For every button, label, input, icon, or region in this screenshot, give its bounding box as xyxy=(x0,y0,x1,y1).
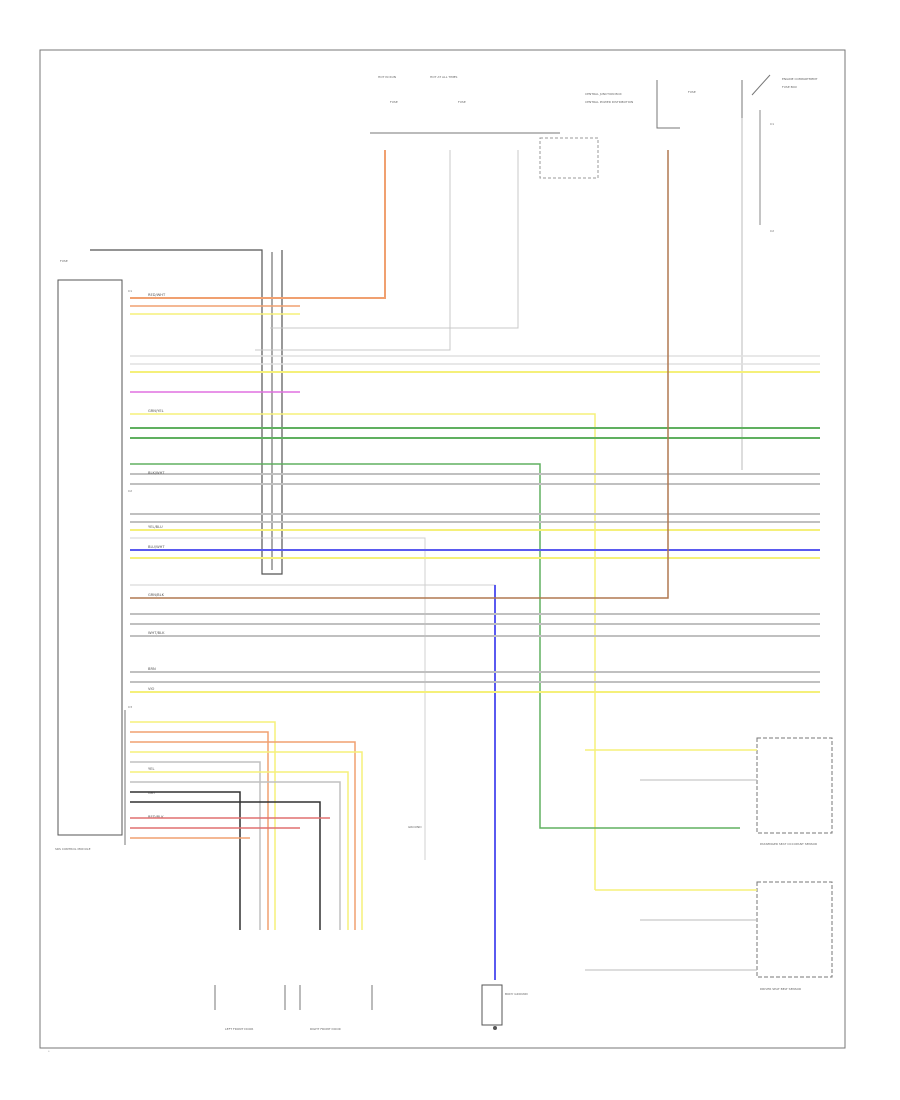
wire-runs xyxy=(130,150,820,980)
door-modules: LEFT FRONT DOOR RIGHT FRONT DOOR xyxy=(214,985,373,1031)
top-label-3: FUSE xyxy=(458,100,466,104)
control-module: SRS CONTROL MODULE FUSE C1 C2 C3 xyxy=(55,249,283,851)
top-label-4: CENTRAL JUNCTION BOX xyxy=(585,92,622,96)
bottom-label-4: PASSENGER SEAT OCCUPANT SENSOR xyxy=(760,842,817,846)
top-power-section: HOT IN RUN HOT AT ALL TIMES FUSE FUSE CE… xyxy=(370,74,818,470)
wire-label-0: RED/WHT xyxy=(148,293,166,297)
ground-points: GROUND BODY GROUND xyxy=(408,825,529,1030)
wire-label-7: BRN xyxy=(148,667,156,671)
top-label-5: CENTRAL POWER DISTRIBUTION xyxy=(585,100,633,104)
wire-label-2: BLK/WHT xyxy=(148,471,165,475)
wire-label-1: GRN/YEL xyxy=(148,409,164,413)
wire-gray-blue-down xyxy=(130,584,496,590)
top-label-9: C1 xyxy=(770,122,774,126)
wire-label-5: GRN/BLK xyxy=(148,593,165,597)
bottom-label-0: LEFT FRONT DOOR xyxy=(225,1027,253,1031)
wire-label-4: BLU/WHT xyxy=(148,545,165,549)
right-sensors: PASSENGER SEAT OCCUPANT SENSOR DRIVER SE… xyxy=(585,737,833,991)
top-label-7: ENGINE COMPARTMENT xyxy=(782,77,818,81)
wire-label-10: YEL xyxy=(148,767,154,771)
wire-orange xyxy=(130,150,386,299)
bottom-label-3: BODY GROUND xyxy=(505,992,529,996)
left-label-3: C2 xyxy=(128,489,132,493)
door-wire-bundle xyxy=(130,721,363,930)
wire-label-6: WHT/BLK xyxy=(148,631,165,635)
wire-gray-top xyxy=(270,150,519,329)
left-label-0: SRS CONTROL MODULE xyxy=(55,847,91,851)
bottom-label-5: DRIVER SEAT BELT SENSOR xyxy=(760,987,801,991)
top-label-2: FUSE xyxy=(390,100,398,104)
left-label-1: FUSE xyxy=(60,259,68,263)
top-label-1: HOT AT ALL TIMES xyxy=(430,75,458,79)
wire-pin-labels: RED/WHT GRN/YEL BLK/WHT YEL/BLU BLU/WHT … xyxy=(148,293,166,819)
bottom-label-2: GROUND xyxy=(408,825,422,829)
wire-label-3: YEL/BLU xyxy=(148,525,163,529)
left-label-2: C1 xyxy=(128,289,132,293)
wire-yellow-long xyxy=(130,413,596,890)
wire-label-11: GRY xyxy=(148,791,156,795)
wire-green-down xyxy=(130,463,740,829)
top-label-0: HOT IN RUN xyxy=(378,75,396,79)
left-label-4: C3 xyxy=(128,705,132,709)
page-marker: • xyxy=(48,1049,50,1053)
diagram-border xyxy=(39,49,846,1049)
top-label-10: C2 xyxy=(770,229,774,233)
wire-gray-top-2 xyxy=(255,150,451,351)
wire-brown xyxy=(130,150,669,599)
top-label-6: FUSE xyxy=(688,90,696,94)
wire-gray-down xyxy=(130,537,426,860)
top-label-8: FUSE BOX xyxy=(782,85,797,89)
bottom-label-1: RIGHT FRONT DOOR xyxy=(310,1027,341,1031)
wire-label-8: VIO xyxy=(148,687,155,691)
wire-label-9: RED/BLK xyxy=(148,815,164,819)
